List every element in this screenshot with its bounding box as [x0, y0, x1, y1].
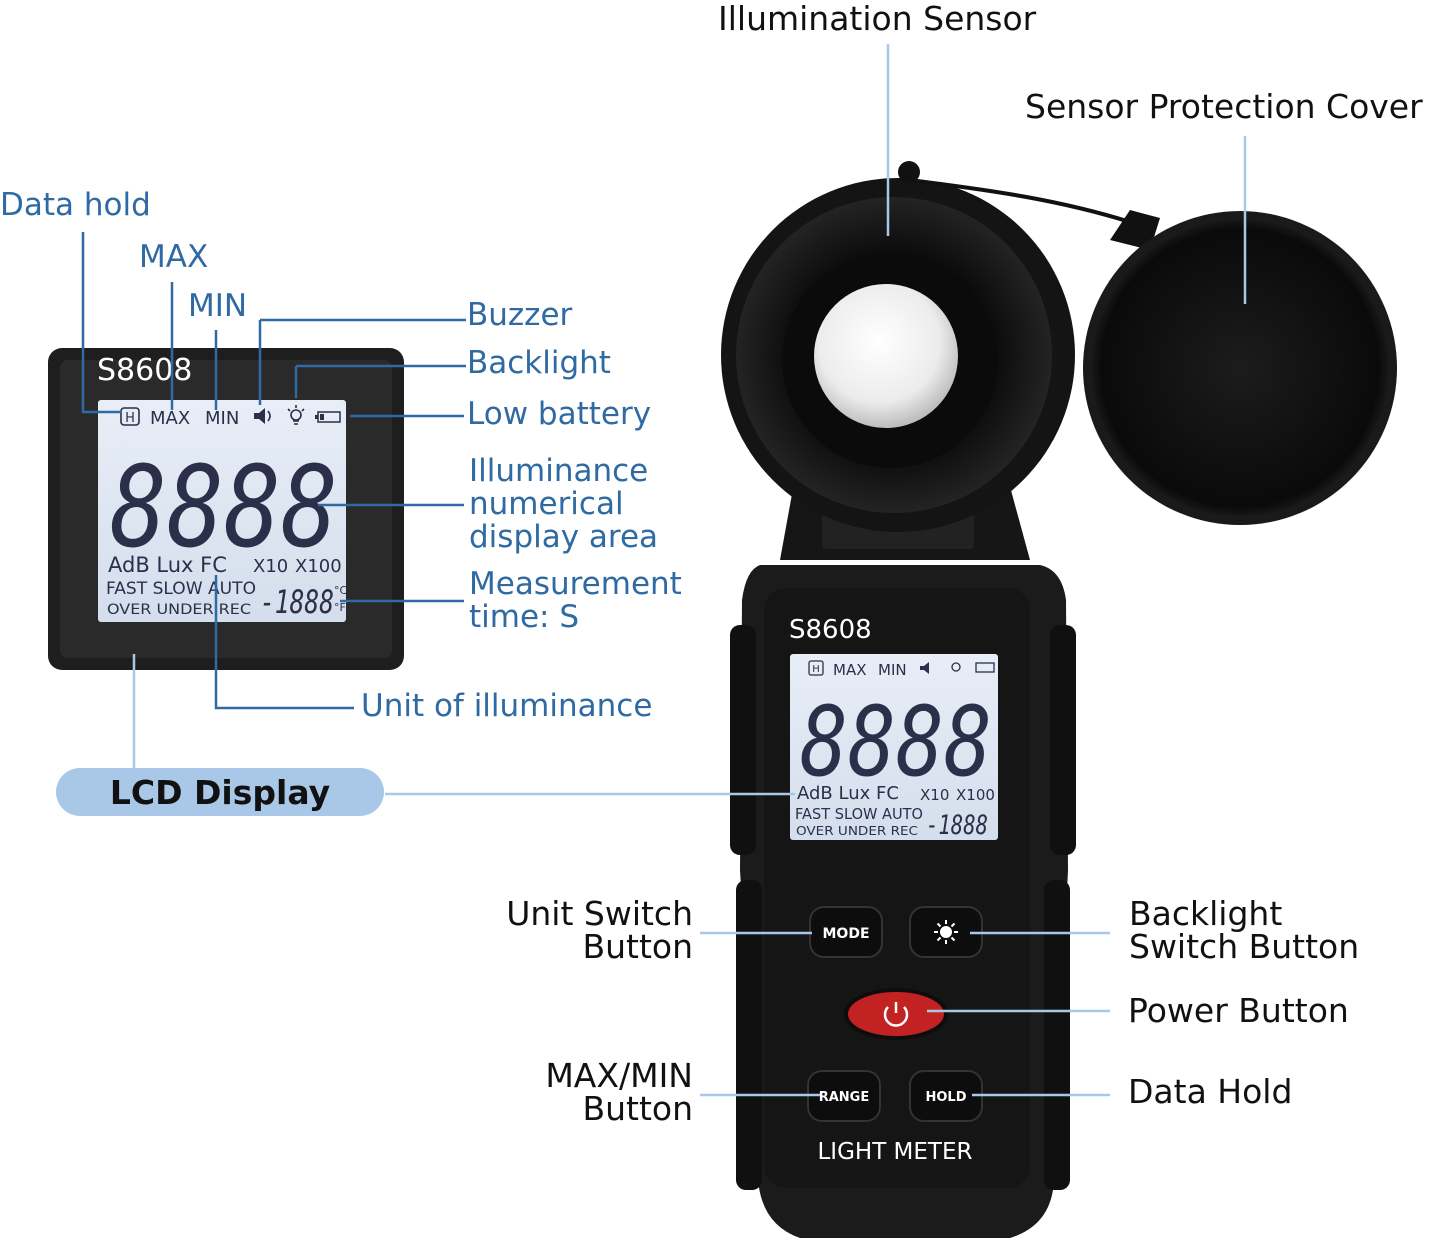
leader-lines — [81, 232, 466, 710]
backlight-button[interactable] — [909, 906, 983, 958]
lcd-max-indicator: MAX — [150, 408, 190, 429]
hold-button[interactable]: HOLD — [909, 1070, 983, 1122]
device-lcd-x10: X10 — [920, 786, 949, 804]
zoomed-lcd-screen — [98, 400, 346, 622]
max-min-button-label: MAX/MIN Button — [545, 1056, 693, 1128]
max-label: MAX — [139, 239, 209, 275]
device-bulb-icon — [951, 662, 961, 672]
backlight-label: Backlight — [467, 345, 611, 381]
device-lcd-screen — [790, 654, 998, 840]
lcd-display-label-text: LCD Display — [109, 772, 331, 812]
light-meter-device: H MAX MIN 8888 AdB Lux FC X10 X100 FAST … — [721, 161, 1131, 1238]
device-battery-icon — [975, 662, 995, 673]
zoomed-model-label: S8608 — [97, 353, 192, 388]
hold-icon-frame — [120, 407, 140, 426]
buzzer-label: Buzzer — [467, 297, 573, 333]
range-button-label: RANGE — [819, 1090, 870, 1105]
lcd-speed-row: FAST SLOW AUTO — [106, 579, 256, 599]
device-name-label: LIGHT METER — [817, 1139, 972, 1165]
lcd-hold-indicator: H — [125, 411, 135, 426]
measurement-time-label: Measurement time: S — [469, 566, 682, 635]
device-lcd-hold: H — [812, 664, 820, 675]
mode-button-label: MODE — [822, 926, 869, 942]
hold-button-label: HOLD — [925, 1090, 966, 1105]
lcd-main-digits: 8888 — [110, 443, 338, 573]
sensor-protection-cover — [1083, 210, 1397, 525]
data-hold-label: Data hold — [0, 187, 151, 223]
device-lcd-digits: 8888 — [800, 686, 992, 798]
unit-of-illuminance-label: Unit of illuminance — [361, 688, 653, 724]
lcd-x10: X10 — [253, 556, 288, 577]
lcd-deg-f: °F — [334, 601, 346, 614]
lcd-status-row: OVER UNDER REC — [107, 602, 251, 618]
mode-button[interactable]: MODE — [809, 906, 883, 958]
device-lcd-x100: X100 — [956, 786, 995, 804]
device-lcd-small-digits: -1888 — [926, 810, 988, 841]
illumination-sensor-label: Illumination Sensor — [718, 0, 1037, 38]
illuminance-area-label: Illuminance numerical display area — [469, 453, 659, 555]
device-model-label: S8608 — [789, 615, 872, 645]
bulb-icon — [287, 405, 305, 425]
data-hold-button-label: Data Hold — [1128, 1072, 1293, 1111]
illumination-sensor-dome — [814, 284, 958, 428]
device-lcd-max: MAX — [833, 661, 866, 679]
power-button-label: Power Button — [1128, 991, 1349, 1030]
device-lcd-min: MIN — [878, 661, 907, 679]
device-lcd-units: AdB Lux FC — [797, 783, 899, 804]
zoomed-lcd-device: H MAX MIN 8888 AdB Lux FC X10 X100 FAST … — [48, 348, 404, 670]
backlight-switch-button-label: Backlight Switch Button — [1129, 894, 1360, 966]
lcd-display-label: LCD Display — [56, 768, 384, 816]
min-label: MIN — [188, 288, 248, 324]
sun-icon — [934, 920, 958, 944]
speaker-icon — [254, 408, 271, 424]
lcd-small-digits: -1888 — [260, 583, 334, 621]
lcd-x100: X100 — [295, 556, 342, 577]
device-lcd-status: OVER UNDER REC — [796, 824, 918, 838]
unit-switch-button-label: Unit Switch Button — [506, 894, 693, 966]
lcd-min-indicator: MIN — [205, 408, 239, 429]
lcd-deg-c: °C — [334, 584, 348, 597]
device-lcd-speed: FAST SLOW AUTO — [795, 805, 923, 823]
battery-icon — [315, 411, 341, 423]
power-icon — [883, 1002, 909, 1027]
low-battery-label: Low battery — [467, 396, 652, 432]
leader-lines-light — [132, 44, 1247, 1097]
device-speaker-icon — [920, 662, 929, 674]
lcd-units-row: AdB Lux FC — [108, 553, 227, 577]
sensor-protection-cover-label: Sensor Protection Cover — [1025, 87, 1423, 126]
power-button[interactable] — [844, 988, 948, 1040]
